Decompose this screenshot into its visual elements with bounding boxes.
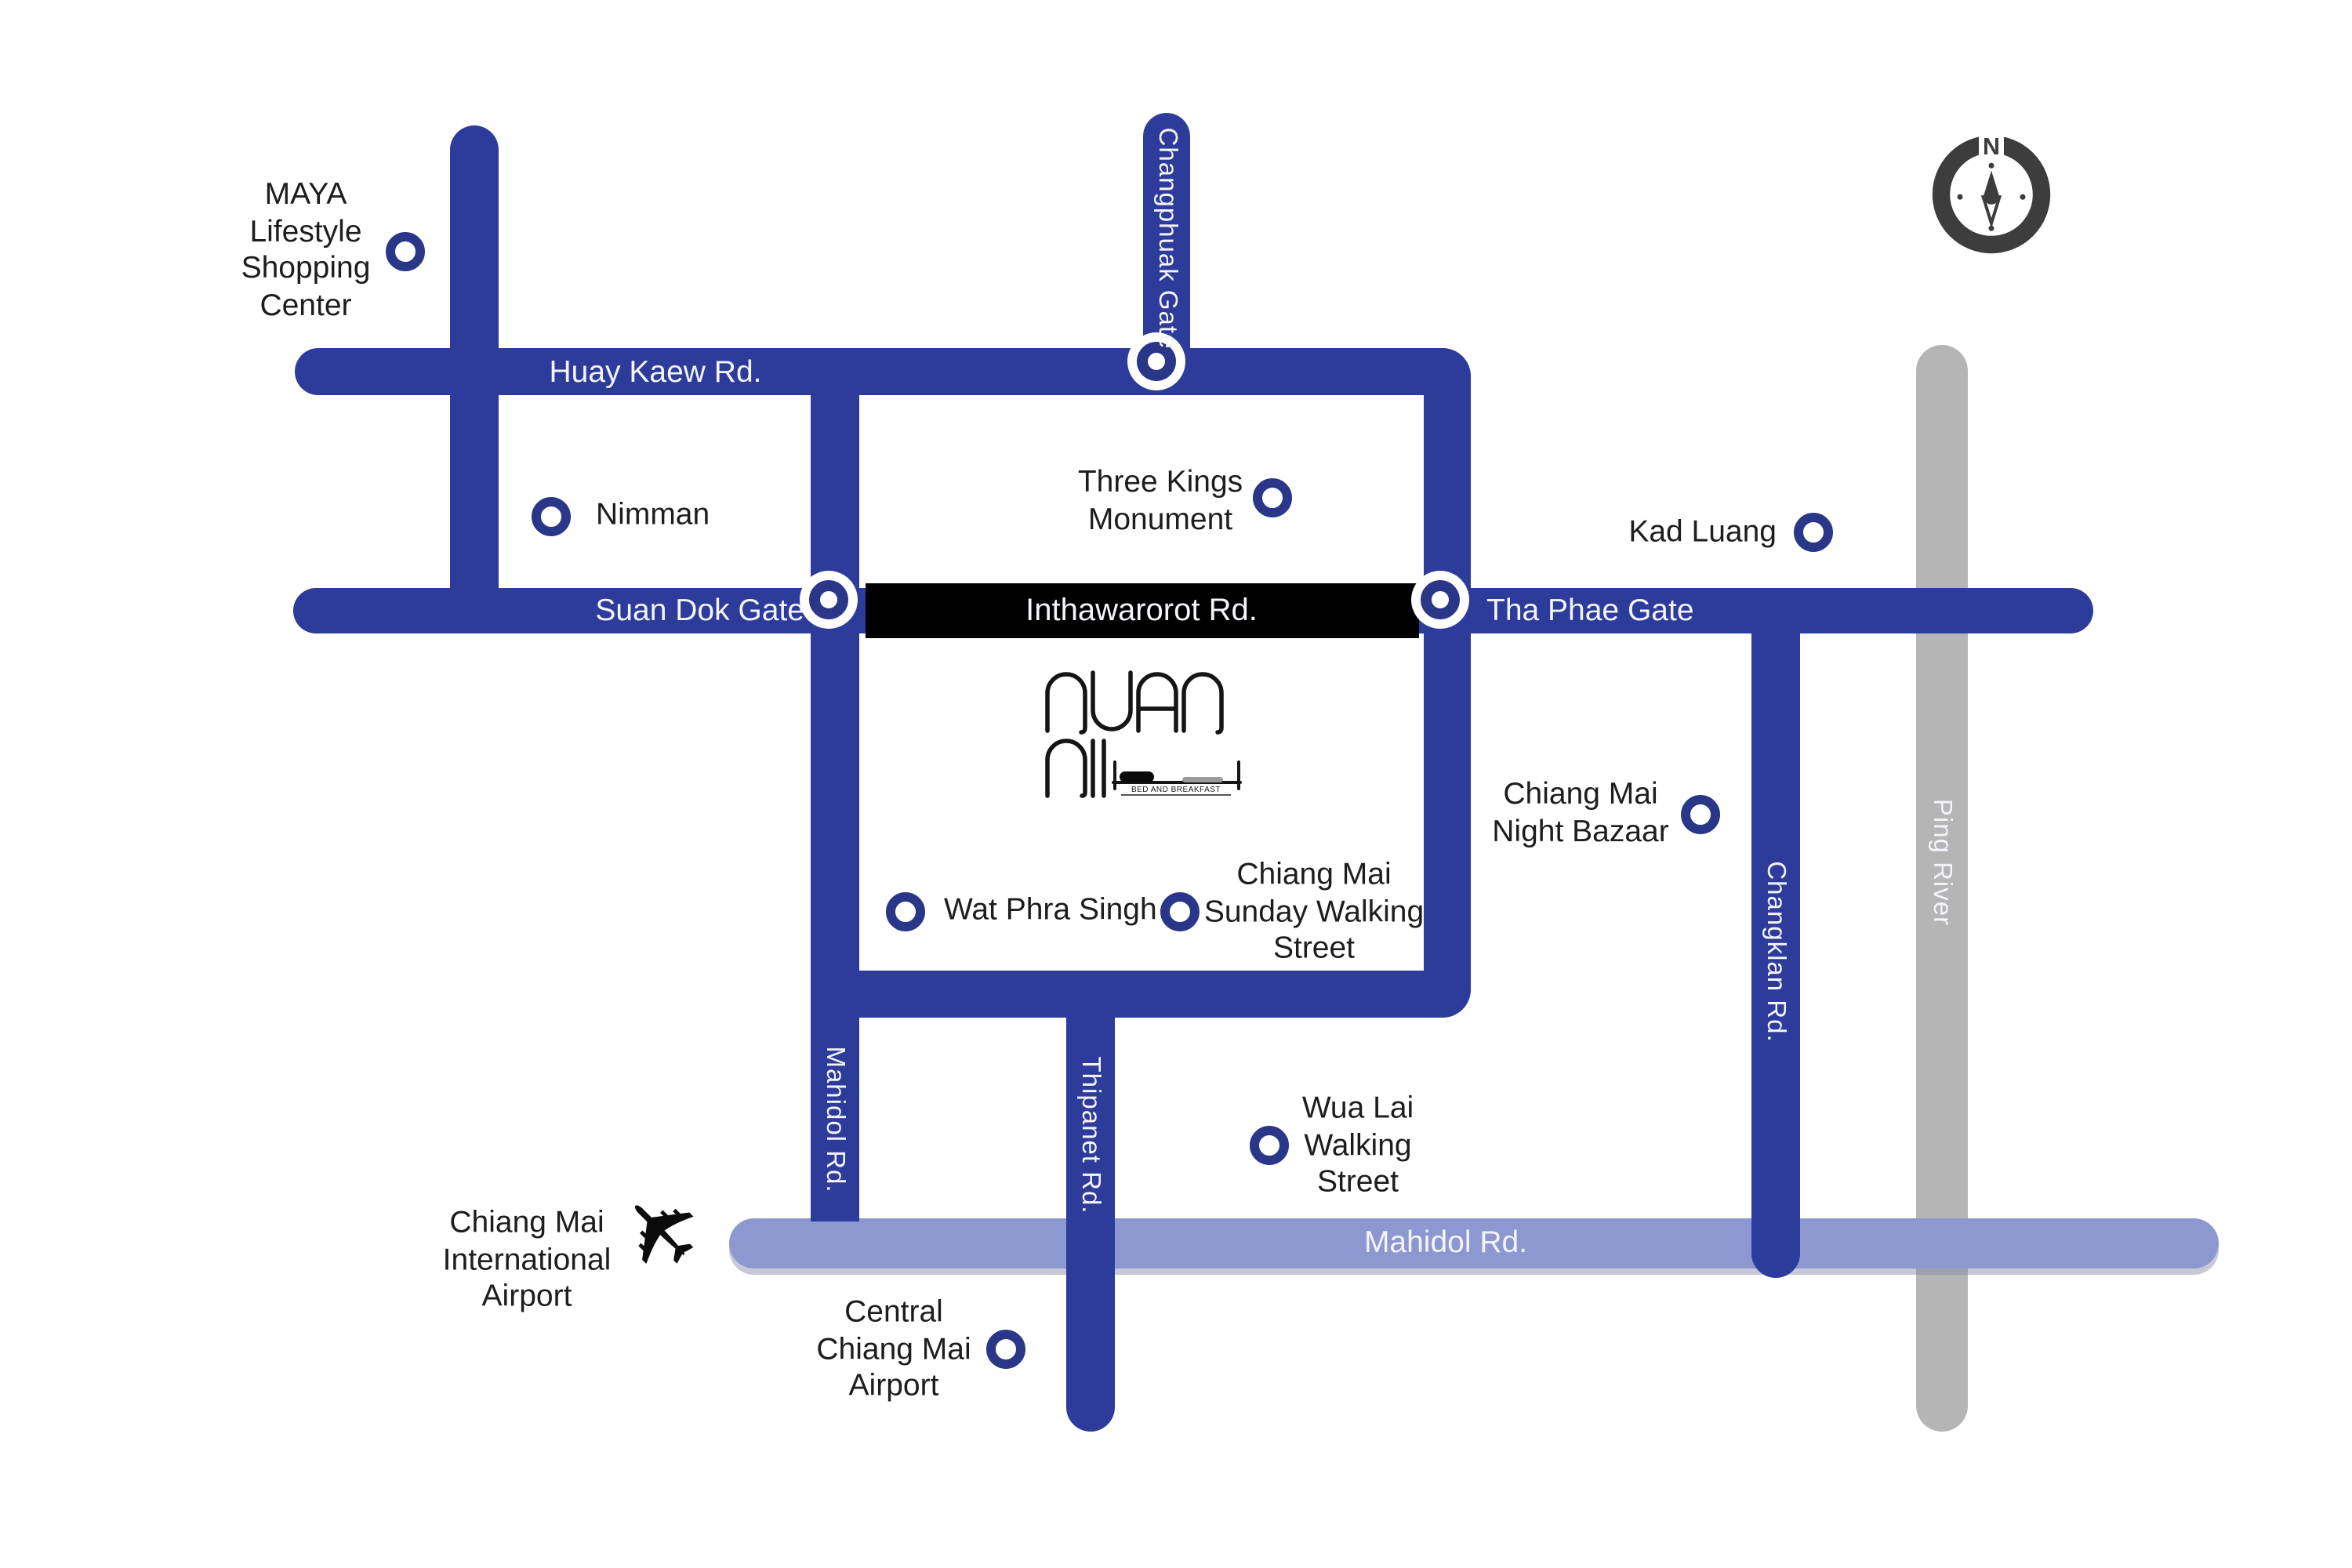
wua-lai-line2: Walking xyxy=(1304,1127,1412,1163)
logo-caption: BED AND BREAKFAST xyxy=(1131,786,1221,794)
logo-bed-pillow xyxy=(1120,771,1154,782)
old-city-right-road xyxy=(1424,348,1471,1018)
nimman-marker xyxy=(532,497,571,536)
wat-phra-singh-marker xyxy=(886,892,925,931)
old-city-left-road xyxy=(811,348,859,1018)
wat-phra-singh-label: Wat Phra Singh xyxy=(944,892,1157,927)
wua-lai-line3: Street xyxy=(1316,1164,1399,1200)
kad-luang-marker xyxy=(1794,513,1833,552)
intl-airport-line2: International xyxy=(442,1242,612,1277)
sunday-walking-label: Chiang Mai Sunday Walking Street xyxy=(1204,858,1424,968)
changklan-road-label: Changklan Rd. xyxy=(1762,861,1790,1043)
sunday-walking-line1: Chiang Mai xyxy=(1236,857,1392,892)
central-airport-line1: Central xyxy=(844,1294,943,1330)
ping-river-label: Ping River xyxy=(1928,798,1956,927)
three-kings-line2: Monument xyxy=(1087,502,1233,536)
airplane-icon: ✈ xyxy=(595,1161,730,1296)
inthawarorot-road-label: Inthawarorot Rd. xyxy=(1025,593,1258,628)
tha-phae-gate-label: Tha Phae Gate xyxy=(1486,593,1694,628)
maya-label-line2: Lifestyle xyxy=(249,214,362,249)
thipanet-road xyxy=(1066,1018,1115,1432)
mahidol-road-vertical-label: Mahidol Rd. xyxy=(821,1046,849,1193)
night-bazaar-label: Chiang Mai Night Bazaar xyxy=(1492,777,1668,851)
old-city-bottom-road xyxy=(811,971,1471,1018)
tha-phae-gate-marker xyxy=(1421,580,1460,619)
suan-dok-gate-marker xyxy=(809,580,848,619)
three-kings-line1: Three Kings xyxy=(1077,465,1243,499)
central-airport-marker xyxy=(986,1330,1025,1369)
three-kings-label: Three Kings Monument xyxy=(1078,465,1243,539)
maya-label: MAYA Lifestyle Shopping Center xyxy=(241,177,371,325)
compass-north-label: N xyxy=(1983,133,2000,160)
intl-airport-label: Chiang Mai International Airport xyxy=(443,1206,612,1316)
kad-luang-label: Kad Luang xyxy=(1628,514,1777,550)
nuan-nii-logo: NUAN NII BED AND BREAKFAST xyxy=(1043,666,1254,800)
logo-letters-svg: BED AND BREAKFAST xyxy=(1045,670,1242,798)
mahidol-road-horizontal xyxy=(729,1218,2219,1269)
changklan-road xyxy=(1751,633,1800,1278)
three-kings-marker xyxy=(1253,478,1292,517)
mahidol-road-horizontal-label: Mahidol Rd. xyxy=(1363,1225,1528,1260)
logo-bed-blanket xyxy=(1182,777,1223,782)
maya-label-line3: Shopping xyxy=(241,251,371,285)
compass-icon: N xyxy=(1929,132,2054,257)
maya-marker xyxy=(386,232,425,271)
sunday-walking-line2: Sunday Walking xyxy=(1203,894,1425,929)
huay-kaew-road xyxy=(295,348,1471,395)
suan-dok-gate-label: Suan Dok Gate xyxy=(595,593,804,628)
central-airport-label: Central Chiang Mai Airport xyxy=(816,1295,971,1406)
thipanet-road-label: Thipanet Rd. xyxy=(1076,1056,1105,1214)
changphuak-gate-label: Changphuak Gate xyxy=(1153,127,1181,350)
maya-label-line4: Center xyxy=(260,288,352,322)
changphuak-gate-marker xyxy=(1137,342,1176,381)
night-bazaar-line2: Night Bazaar xyxy=(1492,814,1669,848)
sunday-walking-line3: Street xyxy=(1272,931,1356,966)
nimman-label: Nimman xyxy=(596,497,710,532)
huay-kaew-road-label: Huay Kaew Rd. xyxy=(549,355,762,390)
wua-lai-label: Wua Lai Walking Street xyxy=(1302,1091,1414,1202)
maya-label-line1: MAYA xyxy=(264,177,347,212)
inthawarorot-road-bar xyxy=(866,583,1419,638)
central-airport-line2: Chiang Mai xyxy=(816,1331,971,1367)
intl-airport-line1: Chiang Mai xyxy=(449,1205,604,1240)
intl-airport-line3: Airport xyxy=(481,1279,572,1314)
wua-lai-line1: Wua Lai xyxy=(1301,1091,1414,1126)
mahidol-road-vertical xyxy=(811,1018,859,1221)
central-airport-line3: Airport xyxy=(848,1368,939,1403)
night-bazaar-marker xyxy=(1681,795,1720,834)
night-bazaar-line1: Chiang Mai xyxy=(1503,777,1658,811)
wua-lai-marker xyxy=(1250,1126,1289,1165)
sunday-walking-marker xyxy=(1160,892,1200,931)
